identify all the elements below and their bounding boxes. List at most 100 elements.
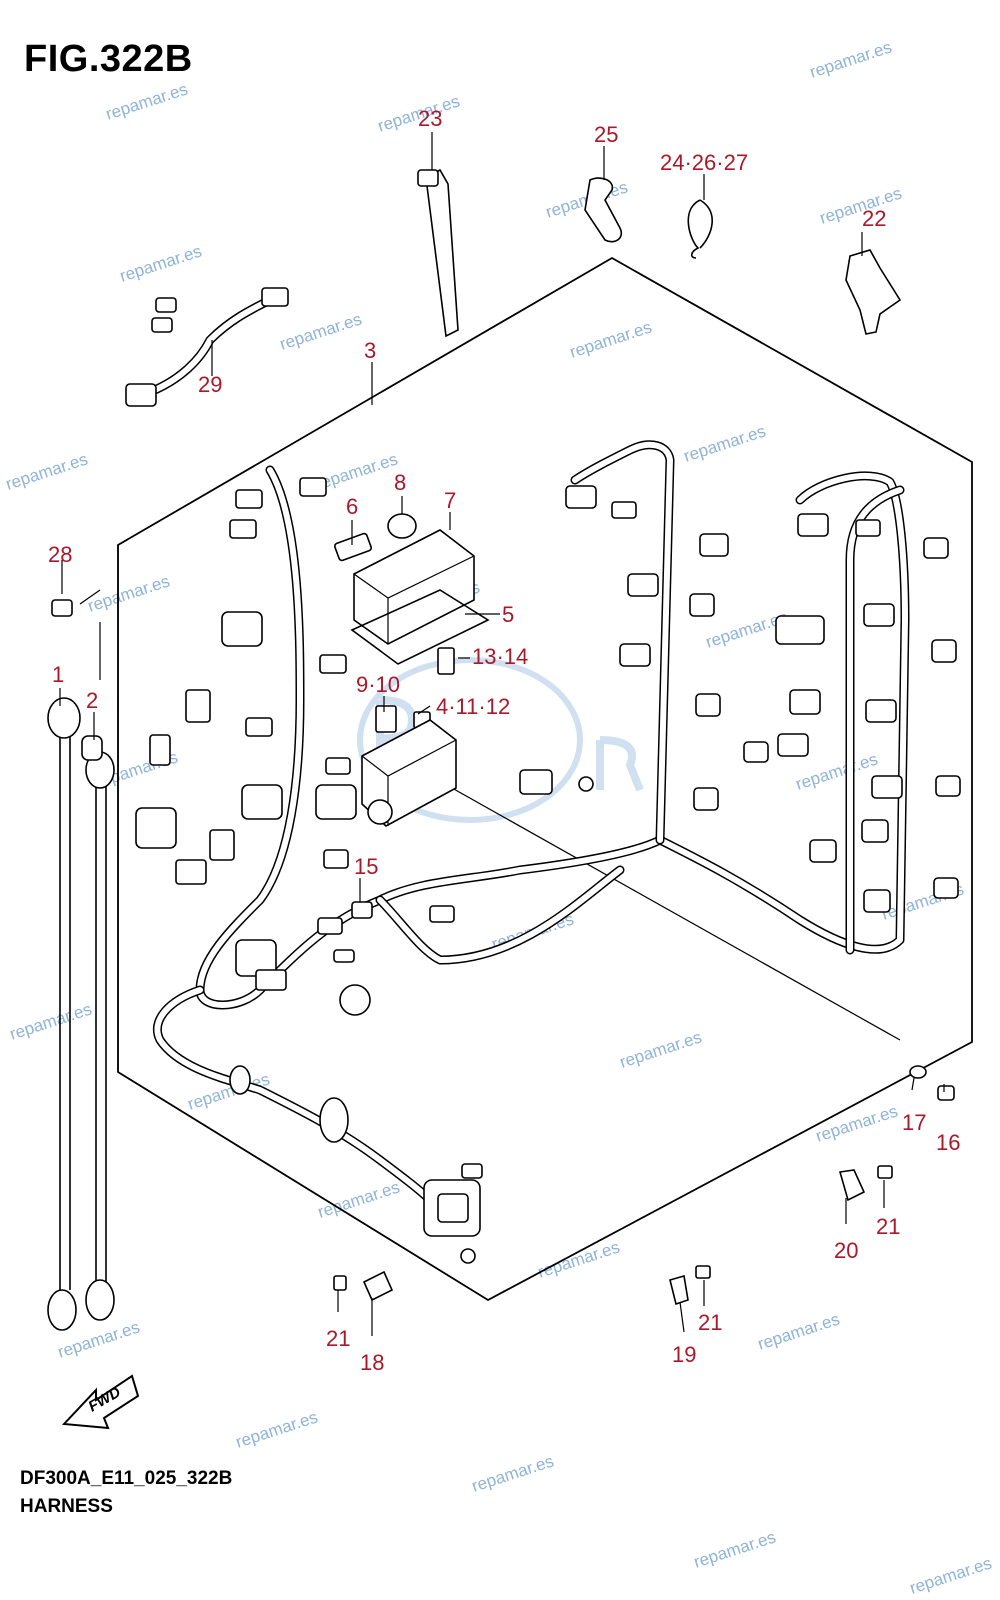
connector [935, 775, 961, 797]
callout-9-10: 9·10 [356, 672, 400, 697]
watermark: repamar.es [85, 571, 172, 615]
connector [699, 533, 729, 557]
connector [855, 519, 881, 537]
connector [333, 949, 355, 963]
connector [149, 734, 171, 766]
fuse-puller [333, 532, 373, 562]
callout-29: 29 [198, 372, 222, 397]
callout-16: 16 [936, 1130, 960, 1155]
connector [255, 969, 287, 991]
callouts: 1 2 3 5 6 7 8 9·10 4·11·12 13·14 15 16 1… [48, 106, 960, 1375]
connector [323, 849, 349, 869]
connector [789, 689, 821, 715]
box-outline [117, 256, 973, 1302]
grommet [339, 984, 371, 1016]
battery-cables [47, 589, 115, 1331]
leader-lines [59, 132, 945, 1336]
callout-19: 19 [672, 1342, 696, 1367]
watermark: repamar.es [7, 999, 94, 1043]
callout-8: 8 [394, 470, 406, 495]
connector [209, 829, 235, 861]
mount-ring [367, 799, 393, 825]
connector [933, 877, 959, 899]
cable-terminal [47, 1289, 77, 1331]
connector [519, 769, 553, 795]
watermark: repamar.es [907, 1553, 994, 1597]
connector [931, 639, 957, 663]
grommet [81, 735, 103, 761]
watermark: repamar.es [813, 1101, 900, 1145]
fuse [437, 647, 455, 675]
connector [863, 603, 895, 627]
connector [245, 717, 273, 737]
callout-5: 5 [502, 602, 514, 627]
grommet [319, 1097, 349, 1143]
callout-20: 20 [834, 1238, 858, 1263]
connector [299, 477, 327, 497]
connector [319, 654, 347, 674]
watermark: repamar.es [691, 1527, 778, 1571]
clamp-22 [845, 249, 902, 335]
connector [235, 489, 263, 509]
connector [775, 615, 825, 645]
callout-18: 18 [360, 1350, 384, 1375]
cap [387, 513, 417, 539]
connector [437, 1193, 469, 1223]
connector [923, 537, 949, 559]
connector [565, 485, 597, 509]
hardware-16-17 [909, 1065, 955, 1101]
connector [315, 784, 357, 820]
grommet [229, 1065, 251, 1095]
connector [865, 699, 897, 723]
watermark: repamar.es [807, 37, 894, 81]
connector [461, 1163, 483, 1179]
figure-title: FIG.322B [24, 38, 193, 80]
watermark: repamar.es [315, 1177, 402, 1221]
callout-3: 3 [364, 338, 376, 363]
connector [693, 787, 719, 811]
callout-13-14: 13·14 [472, 644, 528, 669]
watermark: repamar.es [117, 241, 204, 285]
cable-terminal [85, 1279, 115, 1321]
callout-28: 28 [48, 542, 72, 567]
connector [351, 901, 373, 919]
watermark: repamar.es [469, 1451, 556, 1495]
cable-terminal [47, 697, 81, 739]
fwd-arrow: FWD [61, 1374, 140, 1430]
ring-terminal [460, 1248, 476, 1264]
callout-17: 17 [902, 1110, 926, 1135]
clip-24-26-27 [687, 199, 713, 259]
bolt-head [51, 599, 73, 617]
fuse-box-parts [333, 513, 594, 827]
cable-tie-23 [417, 168, 459, 338]
connector [619, 643, 651, 667]
callout-4-11-12: 4·11·12 [436, 694, 510, 719]
connector [809, 839, 837, 863]
watermark: repamar.es [817, 183, 904, 227]
callout-23: 23 [418, 106, 442, 131]
connector [695, 693, 721, 717]
connector [871, 775, 903, 799]
callout-21b: 21 [698, 1310, 722, 1335]
connector [185, 689, 211, 723]
watermark: repamar.es [233, 1407, 320, 1451]
watermark: repamar.es [617, 1027, 704, 1071]
callout-2: 2 [86, 688, 98, 713]
callout-7: 7 [444, 488, 456, 513]
connector [229, 519, 257, 539]
watermark: repamar.es [3, 449, 90, 493]
connector [175, 859, 207, 885]
callout-25: 25 [594, 122, 618, 147]
watermark: repamar.es [535, 1237, 622, 1281]
connector [861, 819, 889, 843]
watermark: repamar.es [277, 309, 364, 353]
brackets-18-21 [333, 1165, 893, 1306]
connector [241, 784, 283, 820]
connector [135, 807, 177, 849]
connector [689, 593, 715, 617]
connector [863, 889, 891, 913]
main-harness [135, 440, 961, 1264]
connector [325, 757, 351, 775]
connector [317, 917, 343, 935]
